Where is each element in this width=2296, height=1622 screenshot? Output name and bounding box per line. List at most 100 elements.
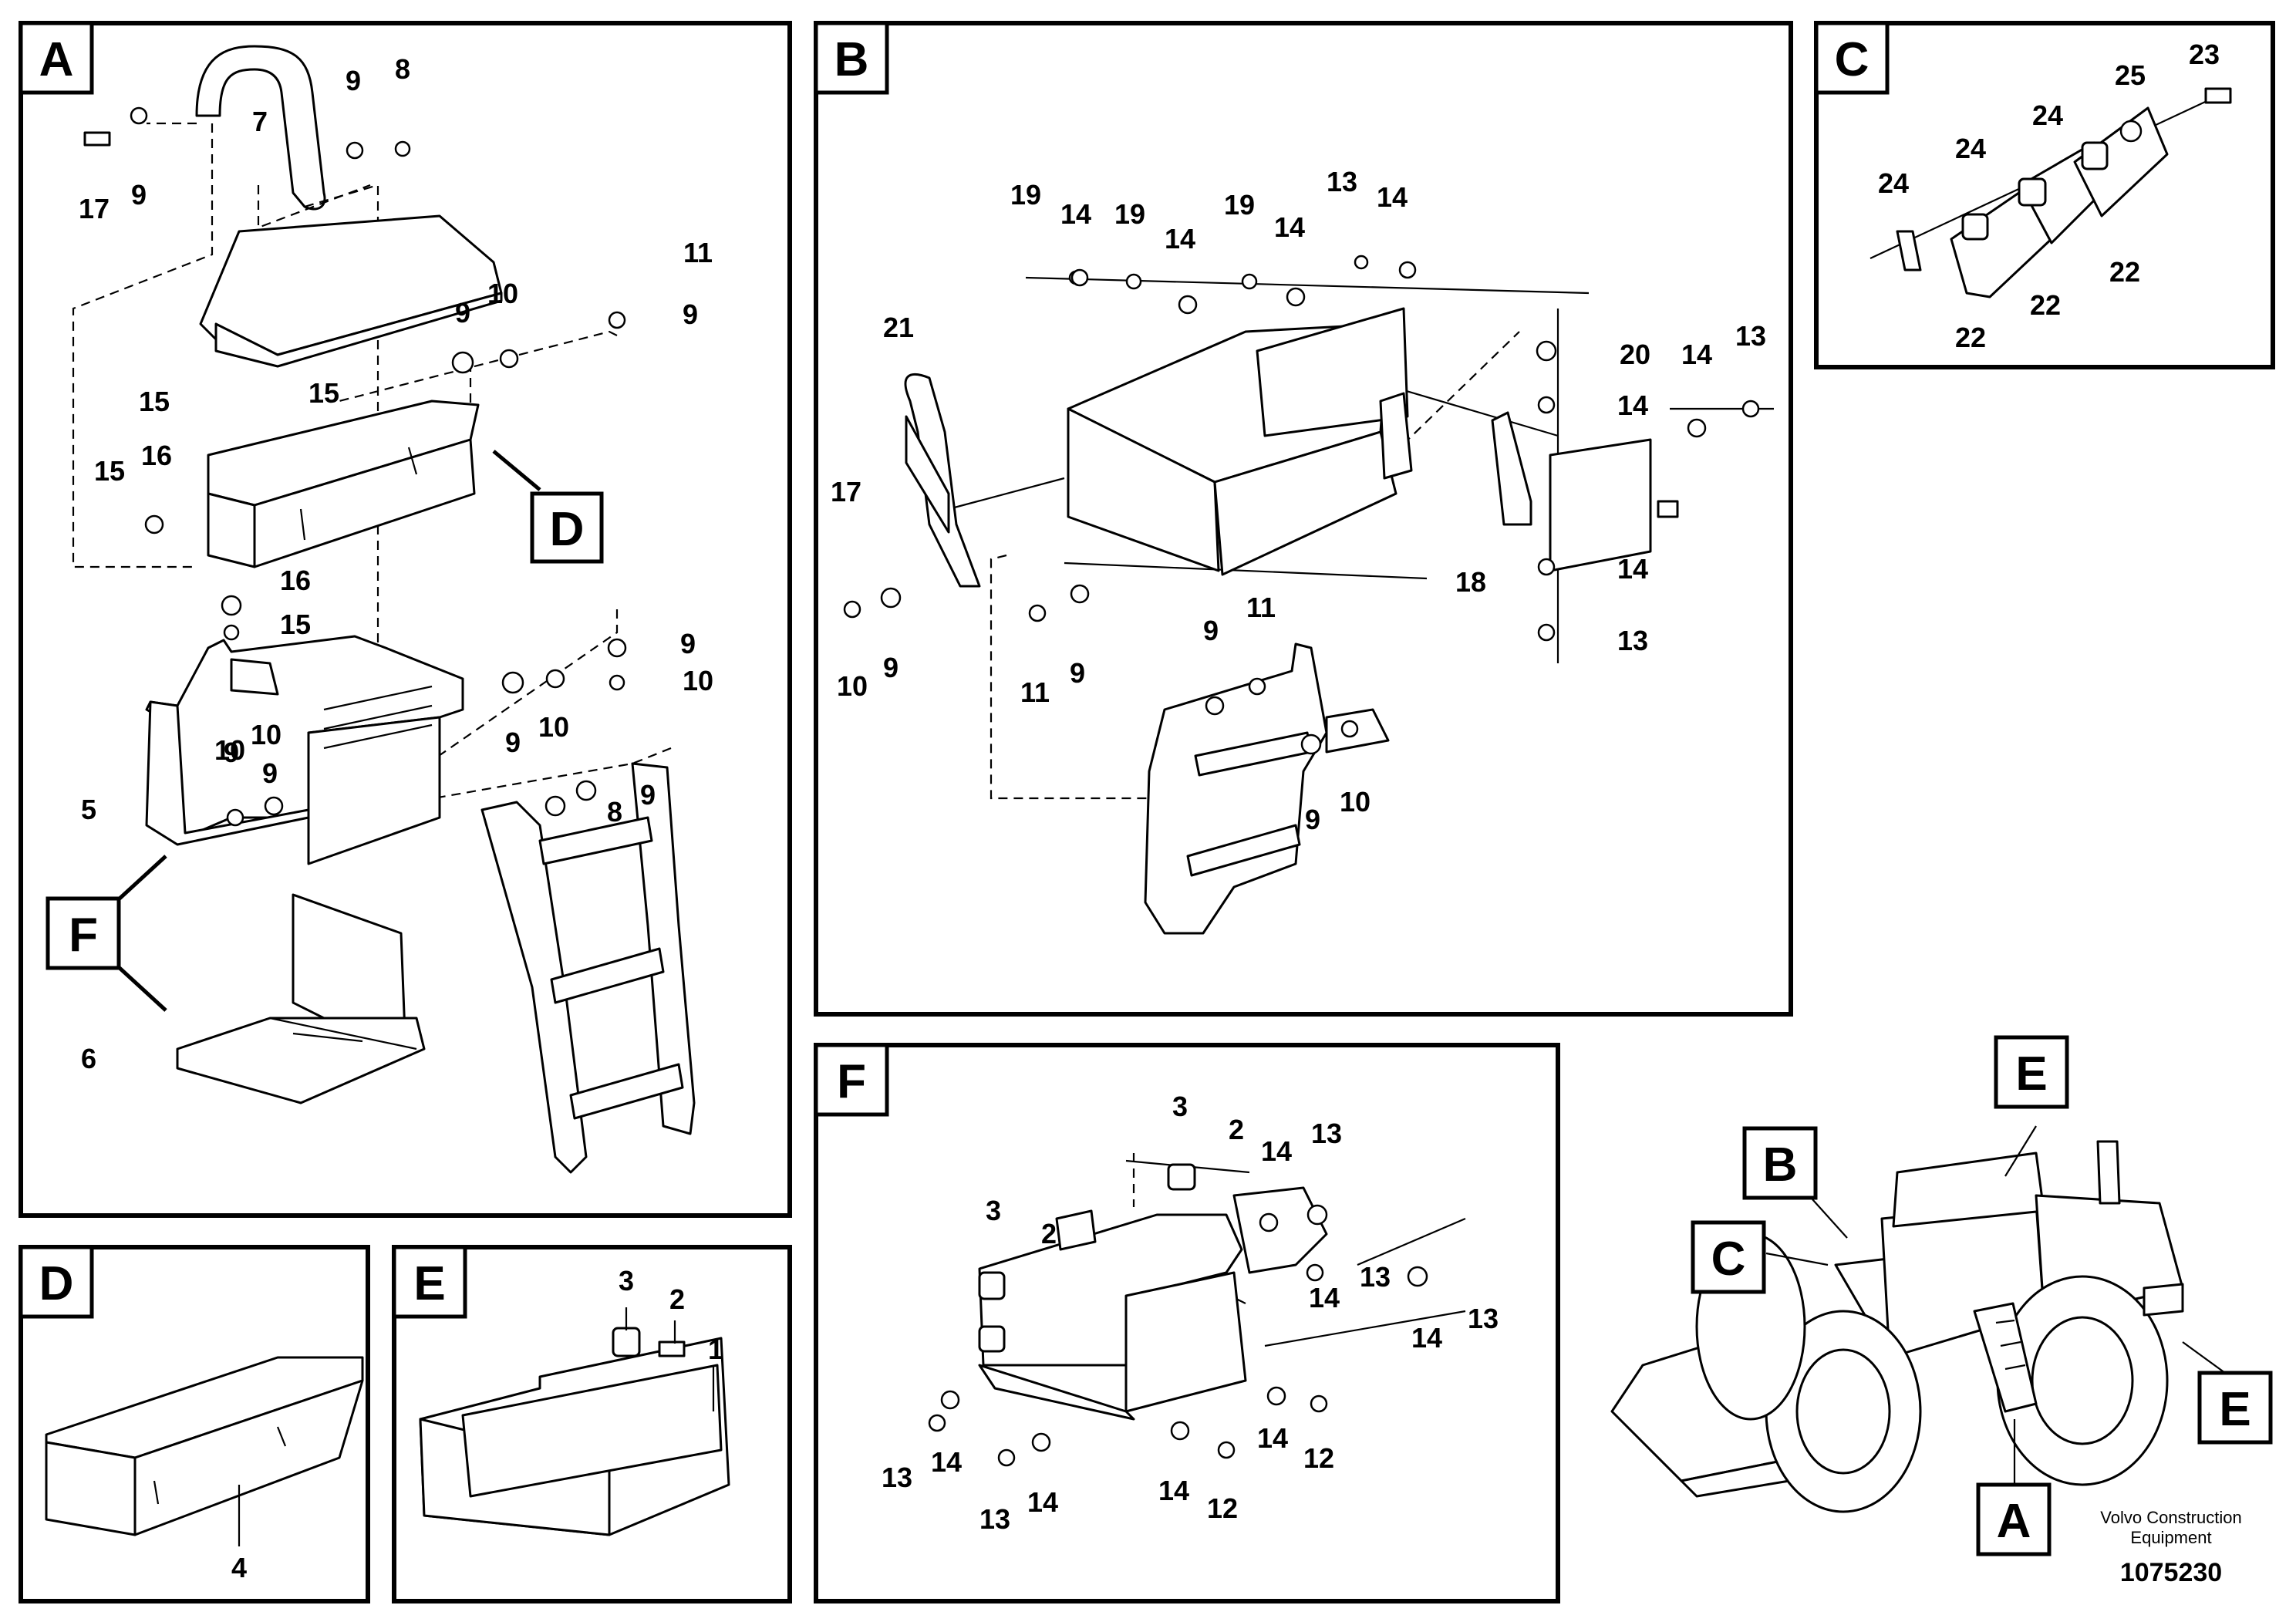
svg-text:13: 13 [1617,625,1648,656]
svg-text:7: 7 [252,106,268,137]
view-c-drawing [1870,87,2232,298]
svg-text:3: 3 [619,1265,634,1297]
svg-text:A: A [1997,1495,2031,1548]
view-f-drawing [928,1153,1466,1467]
view-c-callouts: 23 25 24 24 24 22 22 22 [1878,39,2220,353]
svg-text:9: 9 [455,297,470,329]
svg-text:A: A [39,33,74,86]
svg-text:9: 9 [1070,657,1085,689]
svg-text:13: 13 [1311,1118,1342,1149]
svg-text:22: 22 [2109,256,2140,288]
view-b-drawing [843,255,1774,935]
svg-text:24: 24 [1955,133,1986,164]
svg-text:14: 14 [1617,553,1648,585]
view-a-tag: A [19,21,94,95]
svg-text:14: 14 [1274,211,1305,243]
svg-text:12: 12 [1303,1442,1334,1474]
view-d-callouts: 4 [231,1485,247,1583]
svg-text:9: 9 [262,757,278,789]
svg-text:9: 9 [131,179,147,211]
publisher-line-1: Volvo Construction [2100,1508,2241,1527]
svg-text:12: 12 [1207,1492,1238,1524]
svg-text:C: C [1711,1233,1746,1286]
svg-text:D: D [550,503,585,556]
svg-text:14: 14 [1411,1322,1442,1354]
view-a-drawing [72,45,696,1174]
svg-text:15: 15 [280,609,311,640]
view-f-tag: F [814,1043,889,1117]
view-e-tag: E [392,1245,467,1319]
svg-text:9: 9 [1203,615,1219,646]
svg-text:D: D [39,1257,74,1310]
svg-text:24: 24 [2032,99,2063,131]
svg-text:24: 24 [1878,167,1909,199]
svg-text:10: 10 [1340,786,1371,818]
svg-text:22: 22 [1955,322,1986,353]
view-b-frame [814,21,1793,1017]
svg-text:19: 19 [1114,198,1145,230]
view-b-tag: B [814,21,889,95]
svg-text:5: 5 [81,794,96,825]
svg-text:3: 3 [1172,1091,1188,1122]
svg-text:14: 14 [931,1446,962,1478]
svg-text:11: 11 [683,237,713,268]
view-d-drawing [45,1356,364,1536]
publisher-block: Volvo Construction Equipment 1075230 [2100,1508,2241,1587]
svg-text:8: 8 [395,53,410,85]
svg-text:13: 13 [1360,1261,1391,1293]
svg-text:9: 9 [346,65,361,96]
svg-text:9: 9 [683,298,698,330]
svg-text:9: 9 [1305,804,1320,835]
view-a-tag-d-ref: D [492,450,604,564]
svg-text:3: 3 [986,1195,1001,1226]
view-d-frame [19,1245,370,1603]
publisher-line-2: Equipment [2130,1528,2211,1547]
svg-text:10: 10 [214,734,245,766]
view-e-frame [392,1245,792,1603]
svg-text:16: 16 [280,565,311,596]
svg-text:25: 25 [2115,59,2146,91]
svg-text:F: F [69,909,98,962]
view-b-callouts: 19 14 19 14 19 14 13 14 21 17 10 9 11 9 … [831,166,1766,835]
svg-text:2: 2 [669,1283,685,1315]
svg-text:11: 11 [1246,592,1276,623]
view-e-drawing [419,1327,730,1536]
svg-text:21: 21 [883,312,914,343]
svg-text:10: 10 [837,670,868,702]
view-f-callouts: 3 2 14 13 3 2 14 13 14 13 13 14 13 14 14… [882,1091,1499,1535]
overview-tag-e-right: E [2197,1371,2273,1445]
view-d-tag: D [19,1245,94,1319]
svg-text:14: 14 [1158,1475,1189,1506]
svg-text:B: B [1763,1138,1798,1192]
svg-text:14: 14 [1257,1422,1288,1454]
svg-text:E: E [2219,1383,2250,1436]
svg-text:13: 13 [979,1503,1010,1535]
svg-text:10: 10 [251,719,282,750]
overview-tag-e-top: E [1994,1035,2069,1109]
view-a-frame [19,21,792,1218]
svg-text:14: 14 [1309,1282,1340,1313]
overview-tag-b: B [1742,1126,1818,1200]
wheel-loader-overview [1610,1125,2226,1513]
view-e-callouts: 3 2 1 [619,1265,723,1411]
svg-text:14: 14 [1681,339,1712,370]
overview-tag-c: C [1691,1220,1766,1294]
svg-text:8: 8 [607,796,622,828]
svg-text:1: 1 [708,1334,723,1365]
svg-text:14: 14 [1617,389,1648,421]
svg-text:15: 15 [94,455,125,487]
svg-text:13: 13 [1468,1303,1499,1334]
svg-text:F: F [837,1055,866,1108]
svg-text:C: C [1835,33,1870,86]
svg-text:13: 13 [1735,320,1766,352]
svg-text:22: 22 [2030,289,2061,321]
drawing-number: 1075230 [2120,1558,2222,1587]
svg-text:E: E [2015,1047,2047,1101]
svg-text:14: 14 [1027,1486,1058,1518]
svg-text:10: 10 [487,278,518,309]
view-c-frame [1814,21,2275,369]
overview-tag-a: A [1976,1482,2052,1556]
svg-text:9: 9 [224,737,239,768]
svg-text:14: 14 [1060,198,1091,230]
